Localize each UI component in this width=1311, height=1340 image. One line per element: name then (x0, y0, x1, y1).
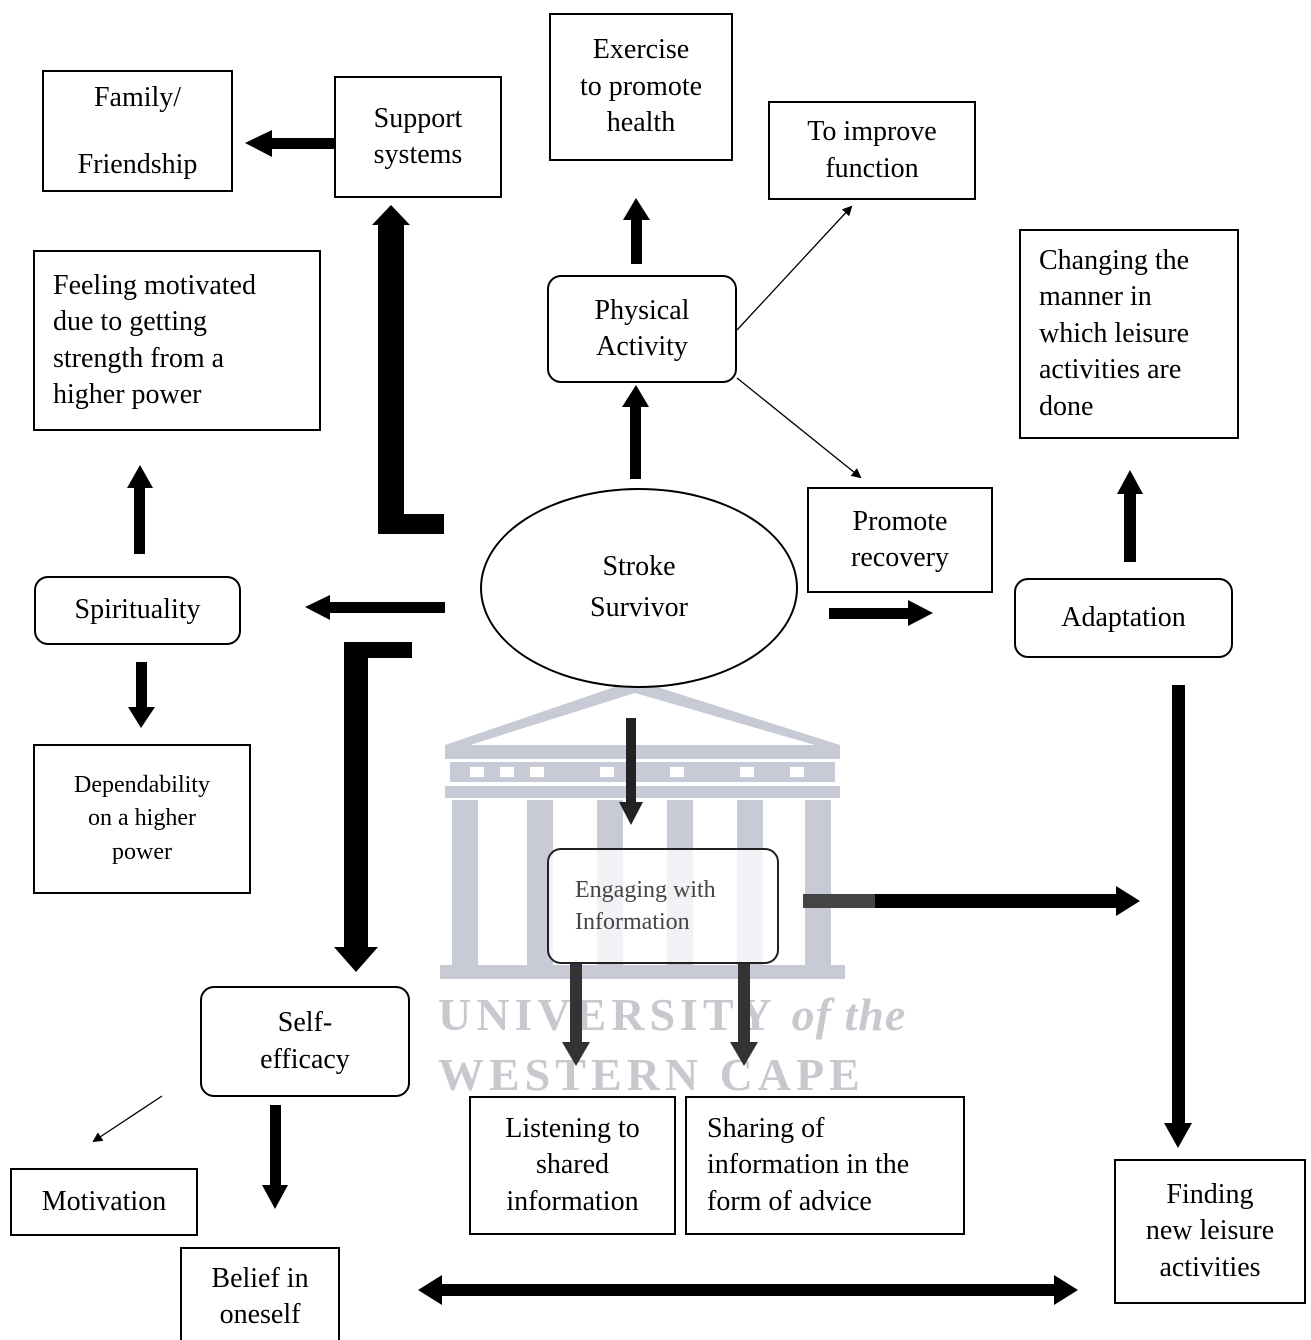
watermark-line-1: UNIVERSITY of the (438, 988, 906, 1041)
watermark-line-2: WESTERN CAPE (438, 1048, 865, 1101)
arrow-adaptation-to-finding (1164, 685, 1192, 1148)
arrow-engaging-to-right (803, 886, 1140, 916)
node-physical-activity: Physical Activity (547, 275, 737, 383)
arrow-engaging-to-sharing (730, 964, 758, 1066)
node-motivation: Motivation (10, 1168, 198, 1236)
node-sharing: Sharing of information in the form of ad… (685, 1096, 965, 1235)
arrow-spirituality-to-dependability (128, 662, 155, 728)
node-spirituality: Spirituality (34, 576, 241, 645)
node-feeling-motivated: Feeling motivated due to getting strengt… (33, 250, 321, 431)
node-exercise: Exercise to promote health (549, 13, 733, 161)
watermark-western-cape: WESTERN CAPE (438, 1049, 865, 1100)
arrow-selfefficacy-to-motivation (92, 1095, 163, 1143)
arrow-belief-finding-bidirectional (418, 1275, 1078, 1305)
arrow-survivor-to-selfefficacy (334, 642, 412, 972)
node-listening: Listening to shared information (469, 1096, 676, 1235)
watermark-university: UNIVERSITY (438, 989, 776, 1040)
node-self-efficacy: Self- efficacy (200, 986, 410, 1097)
node-changing-manner: Changing the manner in which leisure act… (1019, 229, 1239, 439)
arrow-spirituality-to-motivated (127, 465, 153, 554)
arrow-survivor-to-engaging (619, 718, 643, 825)
node-improve-function: To improve function (768, 101, 976, 200)
arrow-physical-to-recovery (736, 377, 862, 479)
arrow-selfefficacy-to-belief (262, 1105, 288, 1209)
node-stroke-survivor: Stroke Survivor (480, 488, 798, 688)
arrow-physical-to-function (736, 205, 853, 331)
node-family-friendship: Family/ Friendship (42, 70, 233, 192)
node-support-systems: Support systems (334, 76, 502, 198)
node-belief: Belief in oneself (180, 1247, 340, 1340)
arrow-engaging-to-listening (562, 964, 590, 1066)
arrow-survivor-to-spirituality (305, 595, 445, 620)
node-finding-leisure: Finding new leisure activities (1114, 1159, 1306, 1304)
arrow-adaptation-to-changing (1117, 470, 1143, 562)
arrow-survivor-to-support (372, 205, 444, 534)
arrow-physical-to-exercise (623, 198, 650, 264)
arrow-survivor-to-physical (622, 385, 649, 479)
node-promote-recovery: Promote recovery (807, 487, 993, 593)
arrow-recovery-to-adaptation (829, 600, 933, 626)
arrow-support-to-family (245, 130, 336, 157)
node-engaging-information: Engaging with Information (547, 848, 779, 964)
node-adaptation: Adaptation (1014, 578, 1233, 658)
node-dependability: Dependability on a higher power (33, 744, 251, 894)
watermark-of-the: of the (791, 989, 907, 1040)
